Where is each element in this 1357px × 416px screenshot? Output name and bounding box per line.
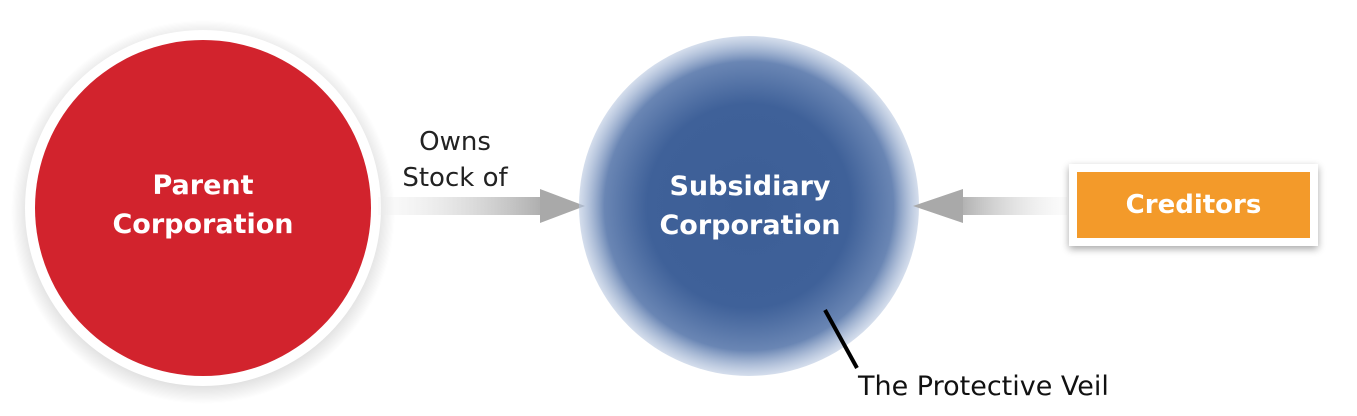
parent-label-line2: Corporation <box>112 209 294 240</box>
owns-stock-arrow <box>378 189 585 223</box>
subsidiary-corporation-label: Subsidiary Corporation <box>600 167 900 245</box>
creditors-box <box>1077 172 1310 238</box>
creditors-label: Creditors <box>1125 190 1262 220</box>
parent-corporation-label: Parent Corporation <box>58 166 348 244</box>
subsidiary-label-line1: Subsidiary <box>669 171 831 202</box>
subsidiary-label-line2: Corporation <box>659 210 841 241</box>
creditors-arrow <box>913 189 1067 223</box>
owns-stock-label: Owns Stock of <box>385 124 525 196</box>
parent-corporation-node <box>11 20 395 404</box>
creditors-arrow-shaft <box>955 197 1067 215</box>
owns-arrow-shaft <box>378 197 548 215</box>
subsidiary-circle <box>579 36 919 376</box>
veil-pointer-line <box>823 309 859 369</box>
parent-label-line1: Parent <box>152 170 254 201</box>
owns-arrow-head <box>540 189 585 223</box>
creditors-arrow-head <box>913 189 963 223</box>
owns-label-line2: Stock of <box>402 163 508 193</box>
subsidiary-corporation-node <box>579 36 919 376</box>
protective-veil-label: The Protective Veil <box>858 371 1109 402</box>
owns-label-line1: Owns <box>419 127 491 157</box>
parent-circle <box>35 40 371 376</box>
creditors-node <box>1069 164 1318 246</box>
